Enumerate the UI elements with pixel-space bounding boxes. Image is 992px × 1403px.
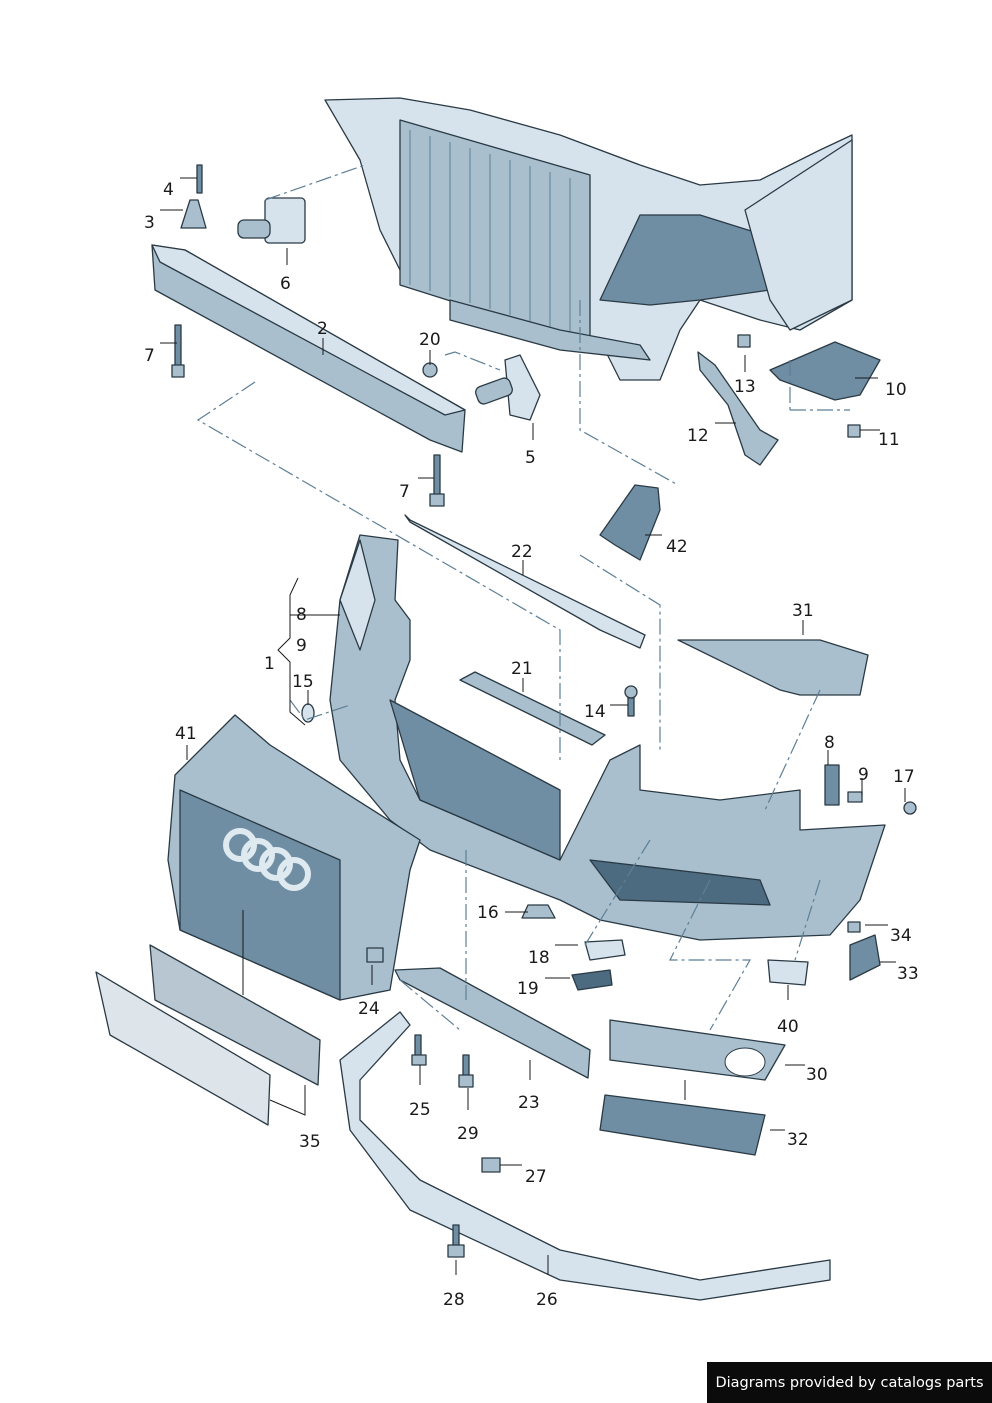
callout-29: 29 xyxy=(457,1124,479,1144)
bumper-side-bracket xyxy=(677,639,869,696)
callout-5: 5 xyxy=(525,448,536,468)
callout-20: 20 xyxy=(419,330,441,350)
bumper-guide-bracket-left xyxy=(697,351,779,466)
radiator-grille xyxy=(167,714,421,1001)
front-end-carrier xyxy=(324,97,853,381)
callout-23: 23 xyxy=(518,1093,540,1113)
callout-13: 13 xyxy=(734,377,756,397)
callout-41: 41 xyxy=(175,724,197,744)
callout-24: 24 xyxy=(358,999,380,1019)
callout-3: 3 xyxy=(144,213,155,233)
callout-19: 19 xyxy=(517,979,539,999)
bumper-foam-absorber xyxy=(459,671,606,746)
bumper-lower-spoiler-inner xyxy=(394,967,591,1079)
leader-lines xyxy=(160,177,906,1275)
license-plate-frame xyxy=(95,944,321,1126)
callout-21: 21 xyxy=(511,659,533,679)
fog-lamp-grille xyxy=(609,1019,786,1081)
callout-10: 10 xyxy=(885,380,907,400)
callout-18: 18 xyxy=(528,948,550,968)
callout-1: 1 xyxy=(264,654,275,674)
callout-35: 35 xyxy=(299,1132,321,1152)
callout-11: 11 xyxy=(878,430,900,450)
callout-28: 28 xyxy=(443,1290,465,1310)
callout-7: 7 xyxy=(399,482,410,502)
callout-31: 31 xyxy=(792,601,814,621)
callout-14: 14 xyxy=(584,702,606,722)
callout-33: 33 xyxy=(897,964,919,984)
callout-32: 32 xyxy=(787,1130,809,1150)
callout-42: 42 xyxy=(666,537,688,557)
side-vent-grille xyxy=(849,934,881,981)
fastener-group xyxy=(171,164,917,815)
bumper-impact-bar xyxy=(151,244,466,453)
callout-7: 7 xyxy=(144,346,155,366)
deformation-element-right xyxy=(475,354,541,421)
bumper-cover xyxy=(329,534,886,941)
bumper-upper-strip xyxy=(404,514,646,649)
callout-8: 8 xyxy=(296,605,307,625)
callout-27: 27 xyxy=(525,1167,547,1187)
credit-banner: Diagrams provided by catalogs parts xyxy=(707,1362,992,1403)
callout-6: 6 xyxy=(280,274,291,294)
credit-text: Diagrams provided by catalogs parts xyxy=(715,1374,984,1391)
callout-30: 30 xyxy=(806,1065,828,1085)
bumper-guide-bracket-right xyxy=(769,341,881,401)
tow-eye-cover xyxy=(571,939,626,991)
callout-9: 9 xyxy=(296,636,307,656)
callout-2: 2 xyxy=(317,319,328,339)
callout-9: 9 xyxy=(858,765,869,785)
callout-17: 17 xyxy=(893,767,915,787)
callout-16: 16 xyxy=(477,903,499,923)
callout-12: 12 xyxy=(687,426,709,446)
fog-lamp-cover xyxy=(767,959,809,986)
front-spoiler-lip xyxy=(339,1011,831,1301)
callout-22: 22 xyxy=(511,542,533,562)
callout-34: 34 xyxy=(890,926,912,946)
callout-40: 40 xyxy=(777,1017,799,1037)
callout-15: 15 xyxy=(292,672,314,692)
callout-26: 26 xyxy=(536,1290,558,1310)
callout-4: 4 xyxy=(163,180,174,200)
bumper-mount-bracket xyxy=(599,484,661,561)
lower-center-grille xyxy=(599,1094,766,1156)
callout-8: 8 xyxy=(824,733,835,753)
assembly-lines xyxy=(196,164,850,1031)
deformation-element-left xyxy=(237,197,306,244)
callout-labels: 4 3 6 2 7 20 5 7 13 10 11 12 42 22 8 9 1… xyxy=(144,180,919,1310)
callout-25: 25 xyxy=(409,1100,431,1120)
